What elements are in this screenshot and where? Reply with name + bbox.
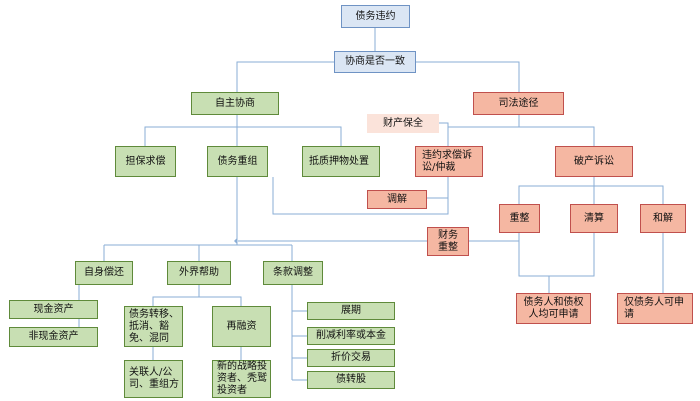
node-extension: 展期	[307, 302, 395, 320]
node-lawsuit-arbitration: 违约求偿诉讼/仲裁	[415, 146, 483, 177]
node-reduce-rate: 削减利率或本金	[307, 327, 395, 345]
node-bankruptcy-lawsuit: 破产诉讼	[555, 146, 633, 177]
node-related-party: 关联人/公司、重组方	[124, 360, 183, 398]
node-debt-to-equity: 债转股	[307, 371, 395, 389]
node-term-adjustment: 条款调整	[263, 261, 323, 285]
node-cash-assets: 现金资产	[9, 300, 98, 319]
node-debt-restructuring: 债务重组	[207, 146, 268, 177]
node-self-repayment: 自身偿还	[75, 261, 133, 285]
node-negotiation: 协商是否一致	[334, 51, 416, 73]
node-noncash-assets: 非现金资产	[9, 327, 98, 347]
node-collateral: 抵质押物处置	[302, 146, 380, 177]
node-discount-trade: 折价交易	[307, 349, 395, 367]
connector-judicial-children	[447, 115, 520, 146]
node-refinancing: 再融资	[212, 306, 271, 347]
node-external-help: 外界帮助	[167, 261, 231, 285]
node-self-negotiation: 自主协商	[191, 92, 279, 115]
node-both-apply: 债务人和债权人均可申请	[516, 293, 591, 324]
node-debt-default: 债务违约	[341, 5, 410, 28]
node-new-investors: 新的战略投资者、秃鹫投资者	[212, 360, 271, 398]
node-mediation: 调解	[367, 190, 427, 209]
connector-negotiation-branches	[236, 61, 334, 92]
node-debtor-only: 仅债务人可申请	[617, 293, 693, 324]
node-financial-restructuring: 财务重整	[427, 227, 469, 256]
connector-self-negotiation-children	[144, 115, 238, 146]
node-liquidation: 清算	[570, 204, 618, 233]
node-settlement: 和解	[640, 204, 686, 233]
node-debt-transfer: 债务转移、抵消、豁免、混同	[124, 306, 183, 347]
node-reorganization: 重整	[499, 204, 540, 233]
node-guarantee: 担保求偿	[115, 146, 176, 177]
node-judicial: 司法途径	[473, 92, 564, 115]
node-property-preservation: 财产保全	[367, 114, 439, 133]
